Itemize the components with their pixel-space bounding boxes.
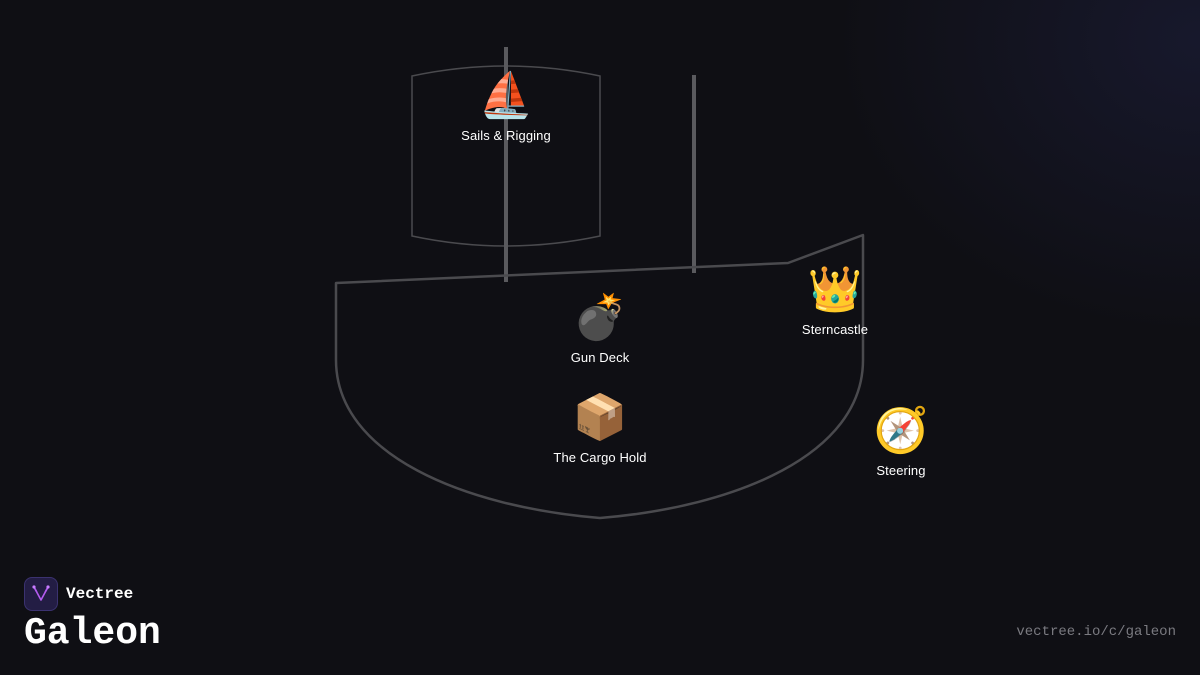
node-label: Sterncastle xyxy=(801,322,869,337)
crown-icon: 👑 xyxy=(807,264,863,315)
node-gun-deck[interactable]: 💣 Gun Deck xyxy=(520,292,680,365)
page-title: Galeon xyxy=(24,612,161,655)
node-sails-rigging[interactable]: ⛵ Sails & Rigging xyxy=(426,70,586,143)
brand-name: Vectree xyxy=(66,585,134,603)
node-label: Steering xyxy=(876,463,926,478)
node-cargo-hold[interactable]: 📦 The Cargo Hold xyxy=(520,392,680,465)
node-steering[interactable]: 🧭 Steering xyxy=(821,405,981,478)
node-label: The Cargo Hold xyxy=(553,450,647,465)
node-label: Gun Deck xyxy=(570,350,630,365)
node-sterncastle[interactable]: 👑 Sterncastle xyxy=(755,264,915,337)
brand[interactable]: Vectree xyxy=(24,577,133,611)
compass-icon: 🧭 xyxy=(873,405,929,456)
page-url[interactable]: vectree.io/c/galeon xyxy=(1016,624,1176,640)
vectree-logo-icon xyxy=(24,577,58,611)
bomb-icon: 💣 xyxy=(572,292,628,343)
hull-outline xyxy=(334,233,865,520)
sailboat-icon: ⛵ xyxy=(478,70,534,121)
package-icon: 📦 xyxy=(572,392,628,443)
node-label: Sails & Rigging xyxy=(461,128,551,143)
sail-outline xyxy=(411,65,601,247)
